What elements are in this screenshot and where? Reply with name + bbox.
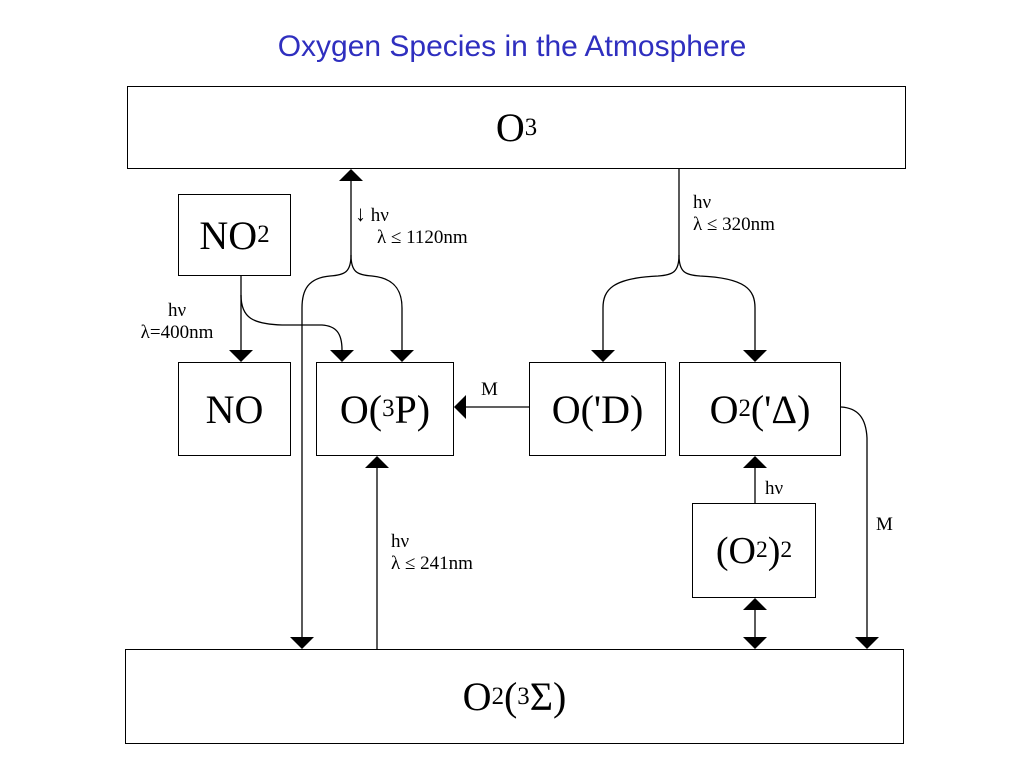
o3-sub: 3 <box>524 113 538 141</box>
o2-sigma-base: O <box>462 674 492 719</box>
o2-dimer-sub2: 2 <box>780 537 793 563</box>
o1d-arrowhead <box>591 350 615 362</box>
o3-up-arrowhead <box>339 169 363 181</box>
o2-delta-post: ('Δ) <box>750 386 811 432</box>
no-box: NO <box>178 362 291 456</box>
o3-to-o1d-branch <box>602 169 680 350</box>
hv-text: hν <box>391 531 410 552</box>
o3-to-o3p-branch <box>350 254 403 350</box>
o3p-from-o3-arrowhead <box>390 350 414 362</box>
o1d-text: O('D) <box>551 386 644 432</box>
o3p-pre: O( <box>339 386 383 432</box>
o2-sigma-post: Σ) <box>529 674 567 719</box>
hv-text: hν <box>370 205 389 226</box>
o2-dimer-pre: (O <box>715 529 756 572</box>
o3-short-wave-label: hν λ ≤ 320nm <box>693 192 775 236</box>
o2-delta-base: O <box>709 386 739 432</box>
no-arrowhead <box>229 350 253 362</box>
o3-long-wave-label: ↓ hν λ ≤ 1120nm <box>355 203 468 249</box>
o2-dimer-mid: ) <box>767 529 781 572</box>
no2-base: NO <box>199 212 258 258</box>
sigma-from-dimer-arrowhead <box>743 637 767 649</box>
dimer-photolysis-label: hν <box>765 478 784 499</box>
hv-text: hν <box>693 192 712 213</box>
lambda-text: λ ≤ 1120nm <box>377 227 468 248</box>
o3-to-o2-delta-branch <box>678 254 756 350</box>
o2-from-o3-arrowhead <box>290 637 314 649</box>
hv-text: hν <box>167 300 187 321</box>
o3-to-o2-branch <box>301 181 352 637</box>
o3p-post: P) <box>394 386 431 432</box>
diagram-title: Oxygen Species in the Atmosphere <box>277 30 747 63</box>
o2-photolysis-label: hν λ ≤ 241nm <box>391 531 473 575</box>
o2-sigma-pre: ( <box>503 674 518 719</box>
o3p-sup: 3 <box>382 395 395 422</box>
o1d-box: O('D) <box>529 362 666 456</box>
lambda-text: λ=400nm <box>140 322 214 343</box>
no2-sub: 2 <box>257 221 270 248</box>
o3p-from-no2-arrowhead <box>330 350 354 362</box>
o3-base: O <box>495 105 525 150</box>
quench-o1d-label: M <box>481 379 498 400</box>
delta-quench-link <box>840 406 868 637</box>
o2-delta-arrowhead <box>743 350 767 362</box>
o3p-from-o2-arrowhead <box>365 456 389 468</box>
lambda-text: λ ≤ 320nm <box>693 214 775 235</box>
no2-photolysis-label: hν λ=400nm <box>128 300 226 344</box>
no2-to-o3p-link <box>240 294 343 351</box>
dimer-up-arrowhead <box>743 598 767 610</box>
o2-sigma-sub: 2 <box>491 682 504 710</box>
quench-delta-label: M <box>876 514 893 535</box>
down-arrow-icon: ↓ <box>355 201 366 226</box>
o2-sigma-sup: 3 <box>517 682 530 710</box>
o3p-from-o1d-arrowhead <box>454 395 466 419</box>
delta-from-dimer-arrowhead <box>743 456 767 468</box>
no-text: NO <box>205 386 264 432</box>
sigma-from-delta-arrowhead <box>855 637 879 649</box>
o2-dimer-sub: 2 <box>755 537 768 563</box>
lambda-text: λ ≤ 241nm <box>391 553 473 574</box>
o2-delta-sub: 2 <box>738 395 751 422</box>
